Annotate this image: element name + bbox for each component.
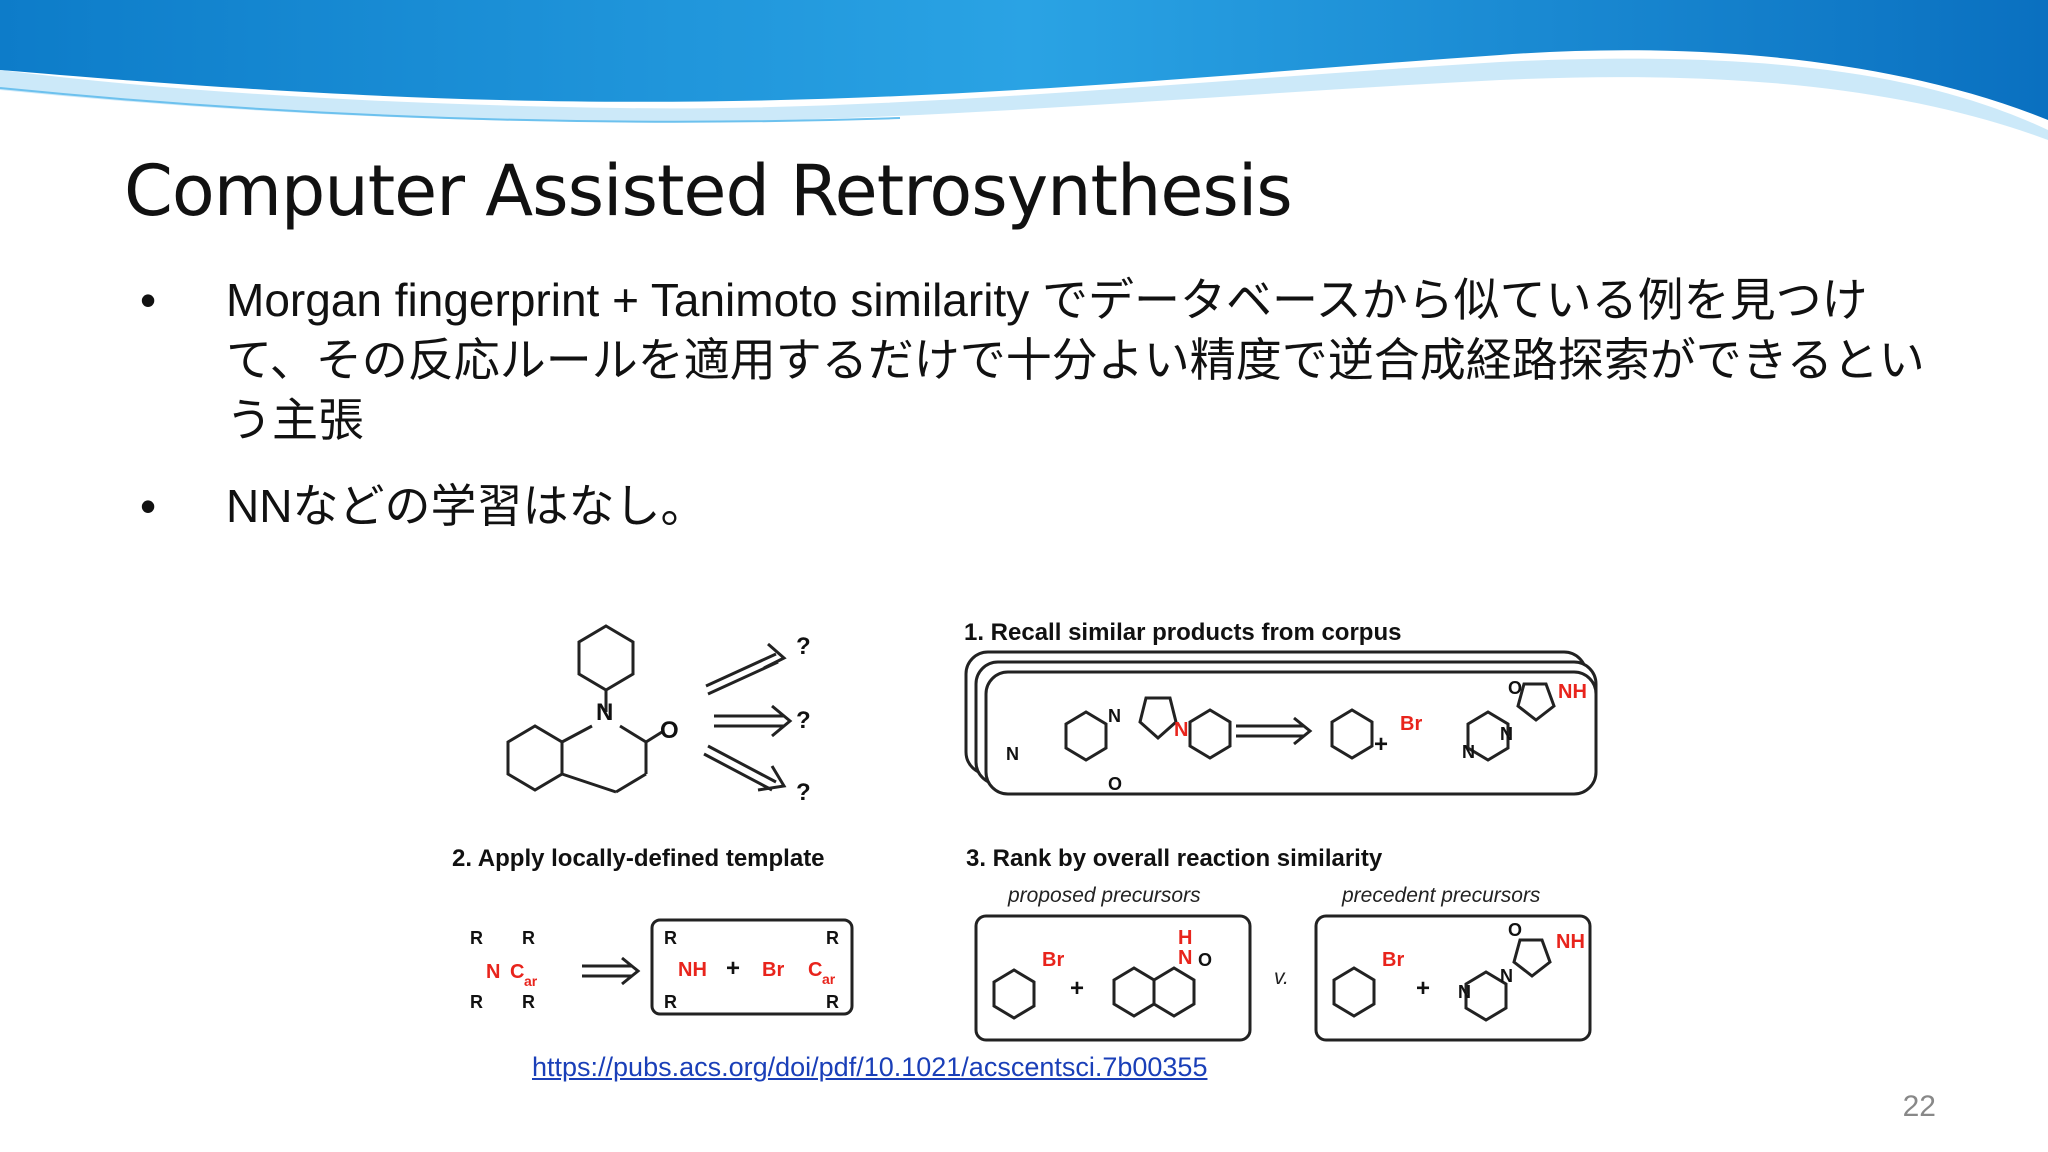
- question-mark: ?: [796, 633, 811, 660]
- bullet-list: • Morgan fingerprint + Tanimoto similari…: [140, 270, 1940, 562]
- atom-label: N: [1006, 744, 1019, 764]
- pyridine-ring: [1464, 970, 1508, 1022]
- atom-label: N: [1108, 706, 1121, 726]
- template-box: [650, 918, 854, 1016]
- atom-label: R: [522, 992, 535, 1012]
- bullet-text: NNなどの学習はなし。: [226, 480, 707, 532]
- atom-label: O: [1198, 950, 1212, 970]
- retro-arrow: [582, 956, 641, 986]
- atom-label: R: [522, 928, 535, 948]
- atom-label: R: [664, 928, 677, 948]
- retrosynthesis-figure: N O ? ? ? 1. Recall similar products fro…: [446, 614, 1602, 1046]
- bullet-marker: •: [140, 480, 157, 532]
- imidazolidinone-ring: [1516, 682, 1556, 722]
- question-mark: ?: [796, 779, 811, 806]
- atom-label: O: [1508, 678, 1522, 698]
- bullet-item: • Morgan fingerprint + Tanimoto similari…: [140, 270, 1940, 450]
- benzo-ring: [1112, 966, 1156, 1018]
- step3-heading: 3. Rank by overall reaction similarity: [966, 845, 1383, 872]
- atom-label: O: [1108, 774, 1122, 794]
- atom-label: H: [1178, 927, 1192, 949]
- bromobenzene-ring: [1330, 708, 1374, 760]
- atom-label: NH: [1558, 681, 1587, 703]
- retro-arrow: [703, 744, 787, 792]
- atom-label: N: [1462, 742, 1475, 762]
- corpus-card-front: [984, 670, 1598, 796]
- atom-label: C: [808, 959, 822, 981]
- atom-subscript: ar: [822, 971, 836, 987]
- precedent-precursors-box: [1314, 914, 1592, 1042]
- atom-label: N: [596, 699, 613, 726]
- atom-label: NH: [1556, 931, 1585, 953]
- retro-arrow: [1236, 716, 1313, 746]
- slide-title: Computer Assisted Retrosynthesis: [124, 150, 1293, 232]
- atom-label: C: [510, 961, 524, 983]
- atom-label: Br: [1042, 949, 1064, 971]
- atom-label: R: [470, 928, 483, 948]
- plus-sign: +: [1416, 975, 1430, 1002]
- pyridine-ring: [1064, 710, 1108, 762]
- header-wave-decoration: [0, 0, 2048, 140]
- atom-label: Br: [1400, 713, 1422, 735]
- source-link[interactable]: https://pubs.acs.org/doi/pdf/10.1021/acs…: [532, 1052, 1208, 1082]
- atom-subscript: ar: [524, 973, 538, 989]
- bullet-item: • NNなどの学習はなし。: [140, 476, 1940, 536]
- step2-heading: 2. Apply locally-defined template: [452, 845, 825, 872]
- versus-label: v.: [1274, 966, 1289, 989]
- atom-label: R: [826, 928, 839, 948]
- question-mark: ?: [796, 707, 811, 734]
- atom-label: N: [486, 961, 500, 983]
- bullet-marker: •: [140, 274, 157, 326]
- atom-label: N: [1458, 982, 1471, 1002]
- atom-label: N: [1500, 724, 1513, 744]
- page-number: 22: [1902, 1090, 1936, 1123]
- step1-heading: 1. Recall similar products from corpus: [964, 619, 1401, 646]
- pyridine-ring: [1466, 710, 1510, 762]
- precedent-label: precedent precursors: [1341, 884, 1541, 907]
- atom-label: Br: [1382, 949, 1404, 971]
- atom-label: O: [660, 717, 679, 744]
- atom-label: N: [1178, 947, 1192, 969]
- atom-label: R: [826, 992, 839, 1012]
- bromobenzene-ring: [1332, 966, 1376, 1018]
- benzo-ring: [506, 724, 564, 792]
- imidazolidinone-ring: [1512, 938, 1552, 978]
- bullet-text: Morgan fingerprint + Tanimoto similarity…: [226, 274, 1925, 446]
- plus-sign: +: [1374, 731, 1388, 758]
- atom-label: R: [470, 992, 483, 1012]
- proposed-label: proposed precursors: [1007, 884, 1201, 907]
- bromobenzene-ring: [992, 968, 1036, 1020]
- atom-label: N: [1500, 966, 1513, 986]
- phenyl-ring: [577, 624, 635, 692]
- atom-label: R: [664, 992, 677, 1012]
- proposed-precursors-box: [974, 914, 1252, 1042]
- atom-label: N: [1174, 719, 1188, 741]
- plus-sign: +: [726, 955, 740, 982]
- retro-arrow: [714, 704, 793, 738]
- retro-arrow: [705, 642, 787, 696]
- atom-label: Br: [762, 959, 784, 981]
- atom-label: O: [1508, 920, 1522, 940]
- atom-label: NH: [678, 959, 707, 981]
- phenyl-ring: [1188, 708, 1232, 760]
- plus-sign: +: [1070, 975, 1084, 1002]
- imidazolidinone-ring: [1138, 696, 1178, 741]
- lactam-ring: [1152, 966, 1196, 1018]
